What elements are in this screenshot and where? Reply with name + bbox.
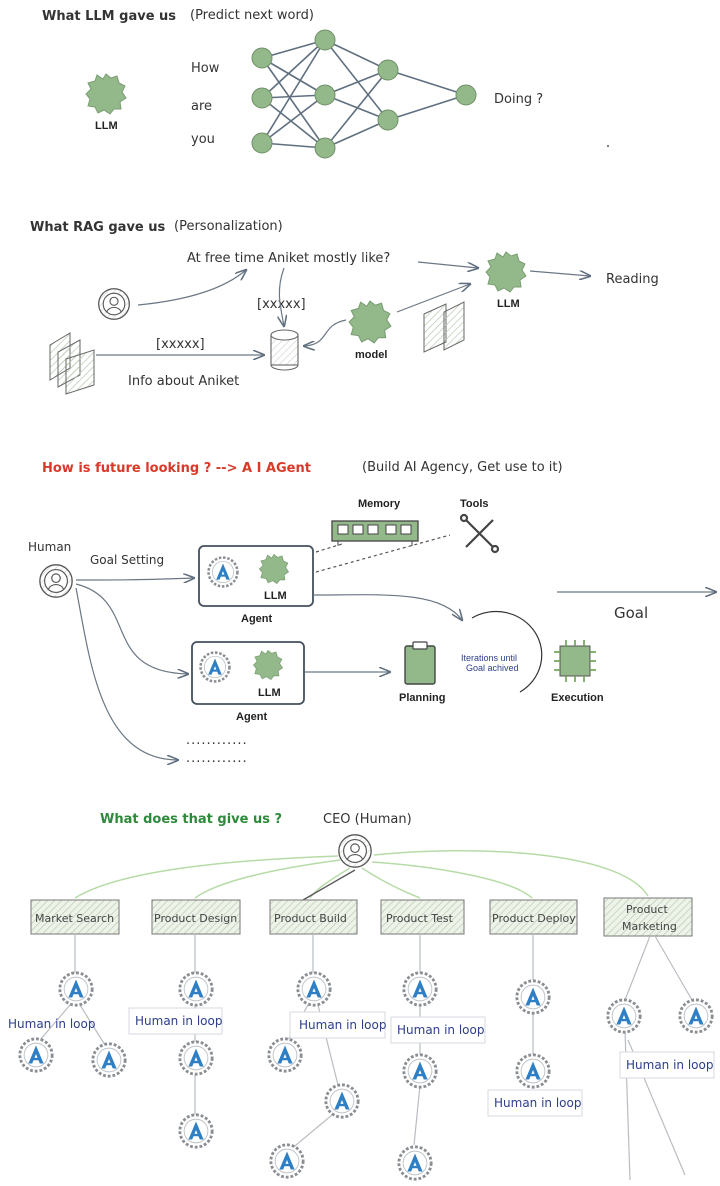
neural-network-edges	[261, 39, 467, 149]
human-more-arrow	[75, 587, 178, 760]
info-label: Info about Aniket	[128, 374, 239, 389]
documents-icon-left	[49, 332, 95, 395]
iterations-line-2: Goal achived	[466, 663, 519, 673]
dept-label-5: Product Deploy	[492, 912, 576, 925]
rag-llm-blob-icon	[485, 251, 527, 293]
human-in-loop-2: Human in loop	[135, 1014, 222, 1028]
model-blob-icon	[348, 300, 392, 344]
iterations-loop	[471, 610, 543, 693]
rag-question: At free time Aniket mostly like?	[187, 251, 390, 266]
model-label: model	[355, 349, 387, 361]
dept-label-2: Product Design	[154, 912, 237, 925]
human-in-loop-5: Human in loop	[494, 1096, 581, 1110]
section2-title: What RAG gave us	[30, 220, 166, 235]
llm-output-arrow	[529, 271, 590, 276]
human-in-loop-4: Human in loop	[397, 1023, 484, 1037]
output-word: Doing ?	[494, 92, 543, 107]
input-word-2: are	[191, 99, 212, 114]
dept-box-fill-3	[269, 899, 358, 935]
dept-box-fill-2	[151, 899, 241, 935]
agent-iterations-arrow	[312, 594, 462, 620]
agent-label-2: Agent	[236, 711, 268, 723]
planning-label: Planning	[399, 692, 445, 704]
hloop-box-2	[128, 1007, 223, 1035]
goal-setting-label: Goal Setting	[90, 553, 164, 567]
dept-box-fill-1	[30, 899, 120, 935]
section-rag: What RAG gave us (Personalization) At fr…	[30, 219, 659, 395]
department-boxes	[30, 897, 693, 937]
section-organization: What does that give us ? CEO (Human)	[8, 812, 715, 1181]
agent-icon-2	[199, 651, 231, 683]
iterations-line-1: Iterations until	[461, 653, 517, 663]
hloop-box-5	[487, 1089, 583, 1117]
dept-box-fill-6	[603, 897, 693, 937]
section4-title: What does that give us ?	[100, 812, 282, 827]
placeholder-top: [xxxxx]	[257, 297, 306, 312]
question-llm-arrow	[417, 261, 478, 268]
planning-clipboard-icon	[404, 641, 436, 685]
input-word-3: you	[191, 132, 215, 147]
human-in-loop-1: Human in loop	[8, 1017, 95, 1031]
hloop-box-4	[390, 1016, 486, 1044]
agent-label-1: Agent	[241, 613, 273, 625]
human-in-loop-3: Human in loop	[299, 1018, 386, 1032]
documents-icon-right	[423, 301, 465, 353]
neural-network-nodes	[251, 29, 477, 159]
section1-title: What LLM gave us	[42, 9, 176, 24]
dept-box-fill-5	[489, 899, 578, 935]
human-agent1-arrow	[75, 578, 194, 580]
hloop-box-3	[289, 1011, 386, 1039]
section3-title: How is future looking ? --> A I AGent	[42, 461, 311, 476]
dotted-line-1: ............	[186, 733, 248, 748]
goal-label: Goal	[614, 604, 648, 622]
user-icon	[98, 288, 130, 320]
vector-db-icon	[270, 329, 299, 371]
section-llm: What LLM gave us (Predict next word) LLM…	[42, 8, 609, 159]
tools-icon	[459, 513, 500, 554]
agent-nodes	[18, 971, 714, 1181]
input-word-1: How	[191, 61, 220, 76]
memory-label: Memory	[358, 498, 401, 510]
dept-label-1: Market Search	[35, 912, 114, 925]
tools-dashed-link	[315, 534, 451, 573]
llm-blob-icon	[85, 73, 127, 115]
human-label: Human	[28, 540, 71, 554]
ceo-icon	[338, 834, 372, 868]
placeholder-left: [xxxxx]	[156, 337, 205, 352]
memory-dashed-link	[315, 543, 343, 553]
dept-label-6b: Marketing	[622, 920, 677, 933]
dept-label-6a: Product	[626, 903, 668, 916]
dept-label-4: Product Test	[386, 912, 454, 925]
model-db-arrow	[304, 319, 347, 346]
agent-llm-label-1: LLM	[264, 590, 287, 602]
llm-label: LLM	[95, 120, 118, 132]
hloop-box-6	[619, 1051, 715, 1079]
section2-subtitle: (Personalization)	[174, 219, 283, 234]
human-icon	[39, 564, 73, 598]
model-llm-arrow	[396, 284, 470, 313]
human-in-loop-6: Human in loop	[626, 1058, 713, 1072]
agent-llm-label-2: LLM	[258, 687, 281, 699]
execution-label: Execution	[551, 692, 604, 704]
human-agent2-arrow	[75, 583, 188, 674]
memory-chip-icon	[331, 520, 419, 546]
question-db-arrow	[279, 267, 284, 326]
section1-subtitle: (Predict next word)	[190, 8, 314, 23]
tools-label: Tools	[460, 498, 489, 510]
section-agent: How is future looking ? --> A I AGent (B…	[28, 460, 716, 766]
stray-dot	[607, 145, 609, 147]
rag-llm-label: LLM	[497, 298, 520, 310]
user-question-arrow	[137, 270, 246, 306]
agent-tree-links	[39, 934, 693, 1181]
section3-subtitle: (Build AI Agency, Get use to it)	[362, 460, 563, 475]
execution-chip-icon	[554, 640, 596, 682]
rag-output: Reading	[606, 272, 659, 287]
dept-label-3: Product Build	[274, 912, 347, 925]
dept-box-fill-4	[380, 899, 465, 935]
agent-icon-1	[207, 556, 239, 588]
ceo-department-links	[74, 849, 649, 901]
ceo-label: CEO (Human)	[323, 812, 412, 827]
dotted-line-2: ............	[186, 751, 248, 766]
